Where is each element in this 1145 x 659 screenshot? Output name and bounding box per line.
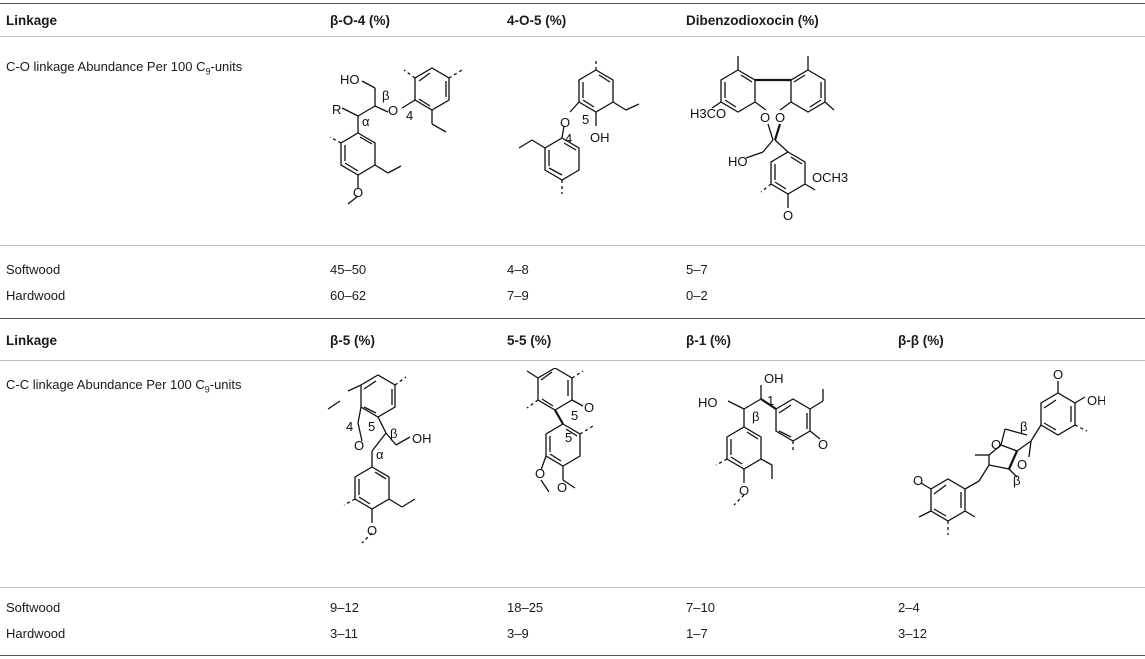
- row-label-softwood-2: Softwood: [6, 600, 61, 615]
- cell-hardwood-dbdo: 0–2: [686, 288, 708, 303]
- svg-text:OH: OH: [590, 130, 610, 145]
- svg-text:O: O: [367, 523, 377, 538]
- beta-1-structure: OH HO 1 β O O: [686, 365, 866, 575]
- svg-text:4: 4: [565, 131, 572, 146]
- header-beta-5: β-5 (%): [330, 333, 375, 348]
- svg-text:O: O: [775, 110, 785, 125]
- svg-text:OH: OH: [764, 371, 784, 386]
- svg-text:O: O: [739, 483, 749, 498]
- cell-softwood-bb: 2–4: [898, 600, 920, 615]
- dibenzodioxocin-structure: H3CO O O HO OCH3 O: [688, 42, 888, 232]
- svg-text:OH: OH: [1087, 393, 1105, 408]
- header-beta-o-4: β-O-4 (%): [330, 13, 390, 28]
- svg-text:O: O: [783, 208, 793, 223]
- svg-text:O: O: [557, 480, 567, 495]
- cell-hardwood-55: 3–9: [507, 626, 529, 641]
- svg-text:β: β: [752, 409, 759, 424]
- svg-text:R: R: [332, 102, 341, 117]
- svg-text:1: 1: [767, 393, 774, 408]
- svg-text:β: β: [390, 426, 397, 441]
- bottom-rule: [0, 655, 1145, 656]
- svg-text:4: 4: [406, 108, 413, 123]
- svg-text:4: 4: [346, 419, 353, 434]
- cell-softwood-b1: 7–10: [686, 600, 715, 615]
- header-beta-beta: β-β (%): [898, 333, 944, 348]
- beta-o-4-structure: HO R α β O 4 O: [320, 48, 490, 218]
- svg-text:5: 5: [582, 112, 589, 127]
- svg-text:HO: HO: [728, 154, 748, 169]
- svg-text:OH: OH: [412, 431, 432, 446]
- svg-text:HO: HO: [698, 395, 718, 410]
- 4-o-5-structure: 5 O 4 OH: [498, 48, 668, 218]
- svg-text:O: O: [560, 115, 570, 130]
- cell-hardwood-b5: 3–11: [330, 626, 358, 641]
- svg-text:O: O: [1017, 457, 1027, 472]
- cell-softwood-bo4: 45–50: [330, 262, 367, 277]
- svg-text:α: α: [376, 447, 384, 462]
- beta-beta-structure: OH β β O O O O: [905, 365, 1105, 575]
- svg-text:O: O: [354, 438, 364, 453]
- 5-5-structure: O 5 5 O O: [505, 368, 665, 543]
- cell-softwood-55: 18–25: [507, 600, 544, 615]
- svg-text:5: 5: [571, 408, 578, 423]
- svg-text:5: 5: [368, 419, 375, 434]
- svg-text:O: O: [760, 110, 770, 125]
- svg-text:O: O: [991, 437, 1001, 452]
- cell-softwood-b5: 9–12: [330, 600, 359, 615]
- structures-rule-1: [0, 245, 1145, 246]
- abundance-label-c-o: C-O linkage Abundance Per 100 C9-units: [6, 59, 243, 77]
- svg-text:O: O: [1053, 367, 1063, 382]
- svg-text:β: β: [1013, 473, 1020, 488]
- header-dibenzodioxocin: Dibenzodioxocin (%): [686, 13, 819, 28]
- svg-text:H3CO: H3CO: [690, 106, 726, 121]
- header-linkage-2: Linkage: [6, 333, 58, 348]
- header-rule-2: [0, 360, 1145, 361]
- row-label-hardwood-1: Hardwood: [6, 288, 66, 303]
- row-label-hardwood-2: Hardwood: [6, 626, 66, 641]
- cell-hardwood-4o5: 7–9: [507, 288, 529, 303]
- row-label-softwood-1: Softwood: [6, 262, 61, 277]
- svg-text:β: β: [1020, 419, 1027, 434]
- cell-hardwood-bb: 3–12: [898, 626, 927, 641]
- svg-text:O: O: [818, 437, 828, 452]
- section-divider: [0, 318, 1145, 319]
- cell-softwood-dbdo: 5–7: [686, 262, 708, 277]
- beta-5-structure: 4 5 β O α OH O: [306, 365, 486, 585]
- cell-hardwood-b1: 1–7: [686, 626, 708, 641]
- header-4-o-5: 4-O-5 (%): [507, 13, 567, 28]
- cell-hardwood-bo4: 60–62: [330, 288, 367, 303]
- svg-text:O: O: [584, 400, 594, 415]
- structures-rule-2: [0, 587, 1145, 588]
- svg-text:O: O: [353, 185, 363, 200]
- header-linkage-1: Linkage: [6, 13, 58, 28]
- header-5-5: 5-5 (%): [507, 333, 552, 348]
- svg-text:O: O: [388, 103, 398, 118]
- svg-text:HO: HO: [340, 72, 360, 87]
- svg-text:O: O: [913, 473, 923, 488]
- cell-softwood-4o5: 4–8: [507, 262, 529, 277]
- header-beta-1: β-1 (%): [686, 333, 731, 348]
- svg-text:O: O: [535, 466, 545, 481]
- svg-text:OCH3: OCH3: [812, 170, 848, 185]
- header-rule-1: [0, 36, 1145, 37]
- top-rule: [0, 3, 1145, 4]
- svg-text:α: α: [362, 114, 370, 129]
- abundance-label-c-c: C-C linkage Abundance Per 100 C9-units: [6, 377, 242, 395]
- svg-text:5: 5: [565, 430, 572, 445]
- svg-text:β: β: [382, 88, 389, 103]
